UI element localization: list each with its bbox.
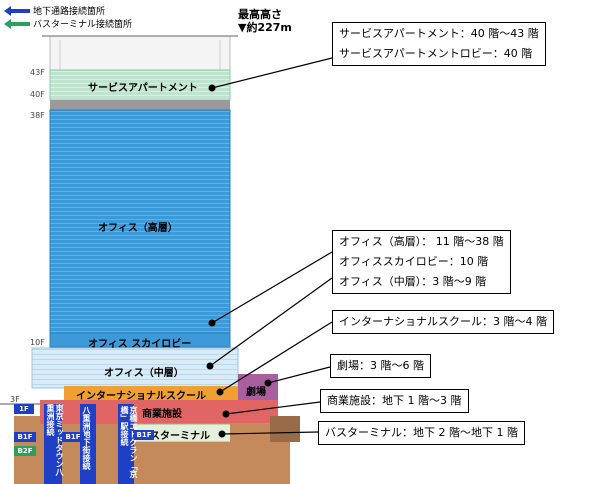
zone-label-commercial: 商業施設 — [142, 409, 182, 420]
zone-label-sky-lobby: オフィス スカイロビー — [88, 339, 192, 350]
callout-school: インターナショナルスクール：3 階～4 階 — [332, 310, 554, 334]
floor-mark-43: 43F — [30, 68, 45, 77]
floor-mark-3: 3F — [10, 395, 20, 404]
callout-line: 劇場：3 階～6 階 — [337, 359, 424, 372]
max-height-value: ▼約227m — [238, 21, 292, 34]
connection-label-midtown: 東京ミッドタウン八重洲接続 — [46, 404, 64, 476]
badge-b1f-yaesu: B1F — [62, 432, 84, 442]
callout-line: オフィス（高層）： 11 階～38 階 — [339, 235, 504, 248]
zone-label-apartment: サービスアパートメント — [88, 83, 198, 94]
legend-label: 地下通路接続箇所 — [33, 7, 106, 17]
callout-line: オフィススカイロビー：10 階 — [339, 255, 489, 268]
callout-office: オフィス（高層）： 11 階～38 階 オフィススカイロビー：10 階 オフィス… — [332, 230, 511, 294]
callout-line: インターナショナルスクール：3 階～4 階 — [339, 315, 547, 328]
sky-lobby-zone — [49, 332, 231, 348]
callout-bus: バスターミナル：地下 2 階～地下 1 階 — [318, 421, 525, 445]
callout-apartment: サービスアパートメント：40 階～43 階 サービスアパートメントロビー：40 … — [332, 22, 546, 66]
connection-label-kyobashi: 京橋エドグラン「京橋」駅接続 — [120, 406, 138, 478]
legend-underground: 地下通路接続箇所 — [4, 4, 105, 17]
mechanical-band — [50, 100, 230, 110]
intl-school-zone — [64, 386, 240, 400]
max-height: 最高高さ ▼約227m — [238, 8, 292, 34]
callout-theater: 劇場：3 階～6 階 — [330, 354, 431, 378]
callout-line: オフィス（中層）：3 階～9 階 — [339, 275, 487, 288]
callout-line: サービスアパートメントロビー：40 階 — [339, 47, 533, 60]
badge-b1f: B1F — [14, 432, 36, 442]
theater-zone — [238, 374, 278, 404]
zone-label-office-mid: オフィス（中層） — [104, 368, 184, 379]
callout-line: バスターミナル：地下 2 階～地下 1 階 — [325, 426, 518, 439]
legend-label: バスターミナル接続箇所 — [33, 20, 133, 30]
max-height-label: 最高高さ — [238, 8, 282, 21]
floor-mark-10: 10F — [30, 338, 45, 347]
connection-label-yaesu: 八重洲地下街接続 — [82, 406, 91, 470]
zone-label-office-high: オフィス（高層） — [98, 223, 178, 234]
badge-b1f-kyobashi: B1F — [134, 430, 154, 440]
office-high-zone — [49, 109, 231, 341]
badge-1f: 1F — [14, 404, 34, 414]
connection-midtown — [44, 404, 62, 484]
callout-line: 商業施設：地下 1 階～3 階 — [327, 394, 462, 407]
floor-mark-38: 38F — [30, 111, 45, 120]
service-apartment-zone — [49, 69, 231, 101]
crown — [49, 35, 231, 71]
badge-b2f: B2F — [14, 446, 36, 456]
zone-label-intl-school: インターナショナルスクール — [76, 391, 206, 402]
floor-mark-40: 40F — [30, 90, 45, 99]
zone-label-theater: 劇場 — [246, 387, 266, 398]
blue-arrow-icon — [4, 5, 30, 16]
basement-right — [120, 442, 290, 484]
connection-yaesu — [80, 404, 96, 484]
callout-commercial: 商業施設：地下 1 階～3 階 — [320, 389, 469, 413]
callout-line: サービスアパートメント：40 階～43 階 — [339, 27, 539, 40]
legend-bus: バスターミナル接続箇所 — [4, 17, 132, 30]
connection-kyobashi — [118, 404, 134, 484]
green-arrow-icon — [4, 18, 30, 29]
zone-label-bus-terminal: バスターミナル — [140, 431, 210, 442]
